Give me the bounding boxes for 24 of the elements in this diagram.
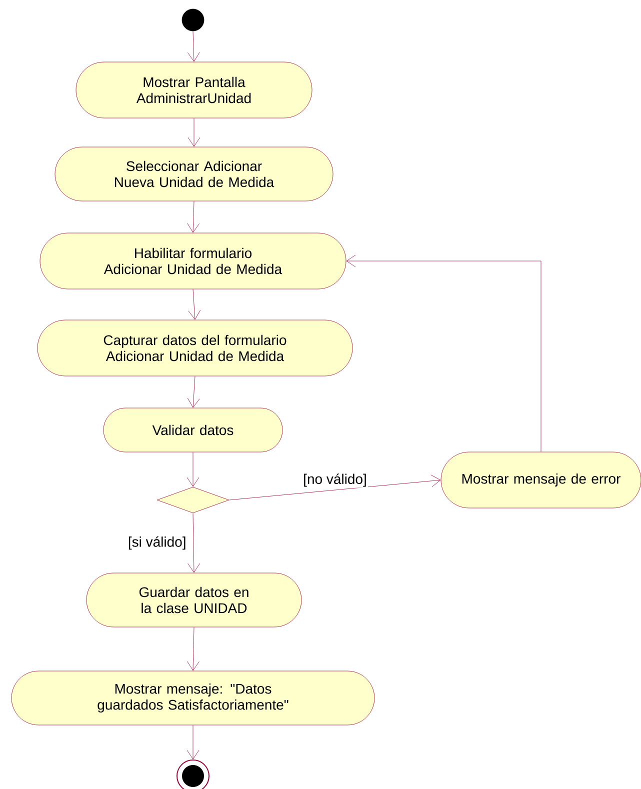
arrow: [186, 725, 200, 760]
activity-box: Habilitar formulario Adicionar Unidad de Medida: [40, 232, 346, 290]
arrow: [346, 254, 542, 452]
arrow: [188, 289, 201, 320]
arrow: [188, 118, 200, 147]
activity-box: Validar datos: [103, 408, 283, 452]
start-circle: [182, 8, 204, 32]
activity-box: Seleccionar Adicionar Nueva Unidad de Medida: [54, 146, 334, 202]
arrow: [188, 31, 200, 62]
activity-box: Capturar datos del formulario Adicionar Unidad de Medida: [37, 320, 353, 376]
activity-box: Mostrar Pantalla AdministrarUnidad: [76, 62, 312, 118]
arrow: [187, 376, 200, 408]
end-circle: [176, 760, 210, 789]
arrow: [187, 627, 200, 671]
arrow: [187, 201, 200, 233]
activity-box: Guardar datos en la clase UNIDAD: [86, 572, 302, 628]
arrow: [188, 513, 200, 573]
edge-label: [si válido]: [126, 535, 188, 551]
edge-label: [no válido]: [302, 472, 368, 488]
decision-diamond: [156, 486, 230, 514]
arrow: [229, 474, 441, 500]
arrow: [186, 452, 200, 487]
activity-box: Mostrar mensaje: "Datos guardados Satisfactoriamente": [11, 670, 375, 726]
activity-box: Mostrar mensaje de error: [440, 452, 641, 508]
